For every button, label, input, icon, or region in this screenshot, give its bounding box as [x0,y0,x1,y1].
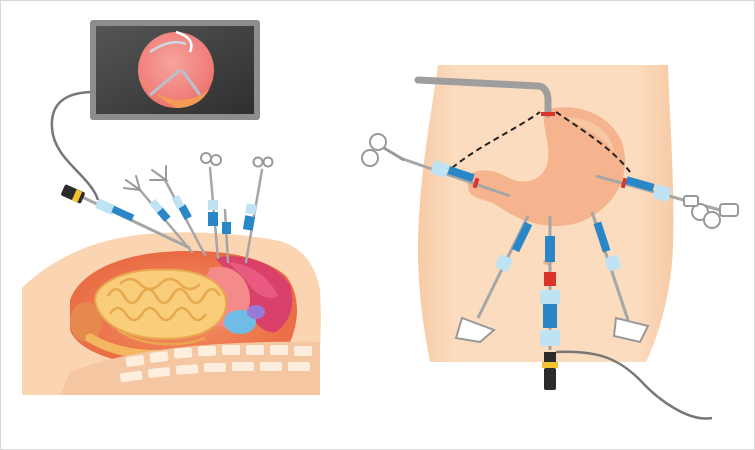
intestines [85,268,228,359]
liver-retractor [414,76,555,118]
right-panel-front-view [361,65,739,420]
laparoscope-camera-left [61,184,191,250]
monitor-cable [50,90,100,201]
camera-cable [555,350,713,420]
left-panel-side-view [22,20,321,399]
grasper-upper-left [361,133,511,198]
laparoscope-camera-center [540,216,713,420]
vertebrae [119,345,312,383]
surgical-instruments-left [123,152,274,264]
grasper-upper-right [595,174,739,229]
instrument-lower-left [454,215,533,344]
instrument-lower-right [590,211,650,344]
monitor [90,20,260,120]
dashed-guide-left [451,111,541,169]
